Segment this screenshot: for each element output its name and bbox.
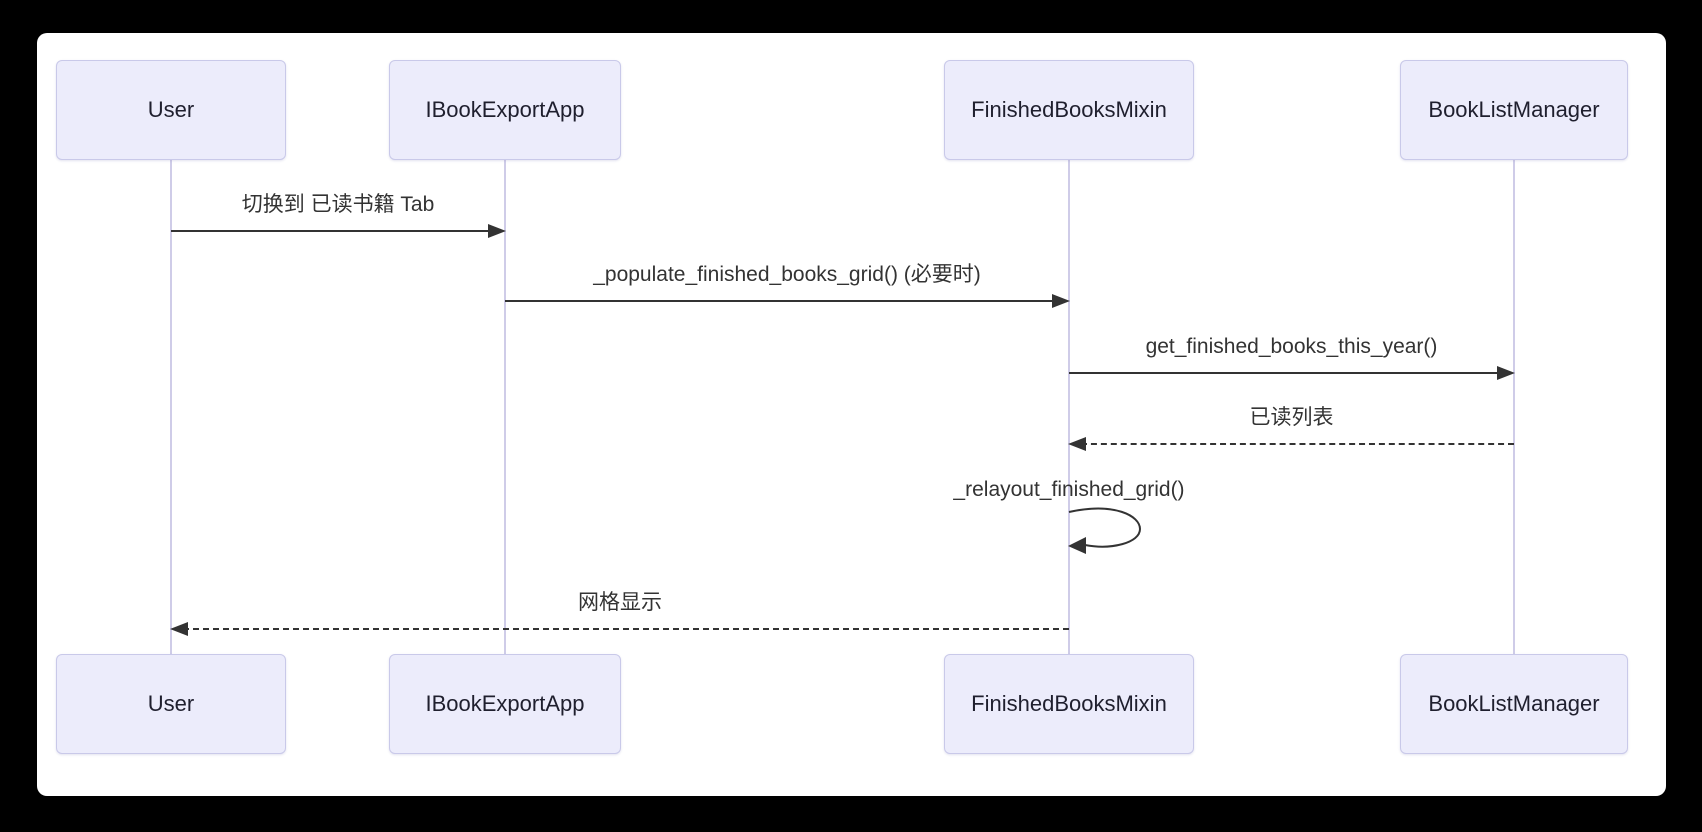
arrow-line (1068, 507, 1142, 548)
actor-bottom-ibookexportapp: IBookExportApp (389, 654, 621, 754)
actor-label: IBookExportApp (425, 691, 585, 716)
arrowhead-left-icon (170, 622, 188, 636)
actor-label: BookListManager (1428, 691, 1600, 716)
arrow-line (171, 230, 493, 232)
arrow-line (1069, 372, 1502, 374)
actor-label: IBookExportApp (425, 97, 585, 122)
arrow-line (505, 300, 1057, 302)
actor-top-ibookexportapp: IBookExportApp (389, 60, 621, 160)
arrow-line (183, 628, 1069, 630)
message-5-self-loop (1068, 507, 1142, 554)
actor-label: BookListManager (1428, 97, 1600, 122)
diagram-panel (37, 33, 1666, 796)
arrow-line (1081, 443, 1514, 445)
actor-label: User (147, 97, 195, 122)
lifeline-booklistmanager (1513, 160, 1515, 654)
arrowhead-right-icon (488, 224, 506, 238)
message-2-arrow (505, 294, 1070, 308)
arrowhead-left-icon (1068, 437, 1086, 451)
actor-label: FinishedBooksMixin (971, 97, 1167, 122)
actor-top-user: User (56, 60, 286, 160)
actor-bottom-booklistmanager: BookListManager (1400, 654, 1628, 754)
message-1-arrow (171, 224, 506, 238)
actor-top-finishedbooksmixin: FinishedBooksMixin (944, 60, 1194, 160)
actor-bottom-user: User (56, 654, 286, 754)
actor-bottom-finishedbooksmixin: FinishedBooksMixin (944, 654, 1194, 754)
message-6-label: 网格显示 (578, 591, 662, 614)
arrowhead-left-icon (1068, 537, 1086, 554)
message-4-arrow (1068, 437, 1514, 451)
actor-label: FinishedBooksMixin (971, 691, 1167, 716)
message-2-label: _populate_finished_books_grid() (必要时) (593, 263, 981, 286)
arrowhead-right-icon (1052, 294, 1070, 308)
actor-label: User (147, 691, 195, 716)
message-5-label: _relayout_finished_grid() (953, 478, 1185, 501)
lifeline-user (170, 160, 172, 654)
message-3-arrow (1069, 366, 1515, 380)
message-4-label: 已读列表 (1249, 406, 1334, 429)
message-3-label: get_finished_books_this_year() (1145, 335, 1438, 358)
message-1-label: 切换到 已读书籍 Tab (241, 193, 435, 216)
arrowhead-right-icon (1497, 366, 1515, 380)
lifeline-ibookexportapp (504, 160, 506, 654)
lifeline-finishedbooksmixin (1068, 160, 1070, 654)
message-6-arrow (170, 622, 1069, 636)
actor-top-booklistmanager: BookListManager (1400, 60, 1628, 160)
